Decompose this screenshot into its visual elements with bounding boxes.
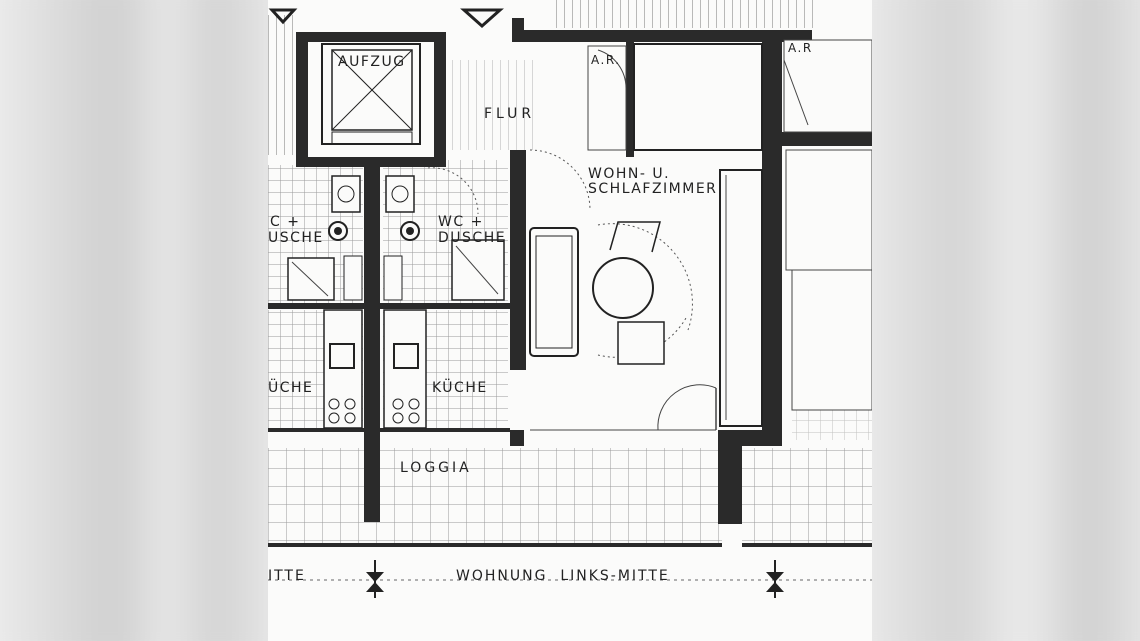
loggia-right-floor [742, 448, 872, 546]
unit-center-label: WOHNUNG LINKS-MITTE [456, 568, 670, 584]
stair-hatch-left [268, 15, 298, 155]
kitchen-right-label: KÜCHE [432, 380, 488, 396]
round-table [592, 257, 654, 319]
floor-plan: AUFZUG FLUR A.R. A.R WOHN- U. SCHLAFZIMM… [268, 0, 872, 641]
wc-right-label-line1: WC + [438, 214, 484, 230]
kitchen-left-label: ÜCHE [268, 380, 314, 396]
dimension-marker-right [766, 560, 784, 598]
loggia-label: LOGGIA [400, 460, 472, 476]
chair [609, 221, 661, 253]
unit-left-label: ITTE [268, 568, 306, 584]
hall-label: FLUR [484, 106, 536, 122]
floor-plan-drawing [268, 0, 872, 598]
wc-left-label-line2: USCHE [268, 230, 324, 246]
stair-hatch-hall [440, 60, 540, 150]
blurred-right-margin [872, 0, 1140, 641]
storage-left-label: A.R. [591, 53, 621, 67]
wc-right-label-line2: DUSCHE [438, 230, 507, 246]
loggia-floor [268, 448, 722, 546]
walls [268, 18, 872, 547]
sofa [529, 227, 579, 357]
elevator-cabin [321, 43, 421, 145]
living-room-label-line1: WOHN- U. [588, 166, 671, 182]
armchair [617, 321, 665, 365]
blurred-left-margin [0, 0, 268, 641]
stair-hatch-top [552, 0, 814, 28]
wc-left-label-line1: C + [270, 214, 301, 230]
storage-right-label: A.R [788, 41, 813, 55]
living-room-label-line2: SCHLAFZIMMER [588, 181, 718, 197]
wardrobe [719, 169, 763, 427]
elevator-label: AUFZUG [338, 54, 406, 70]
dimension-marker-left [366, 560, 384, 598]
